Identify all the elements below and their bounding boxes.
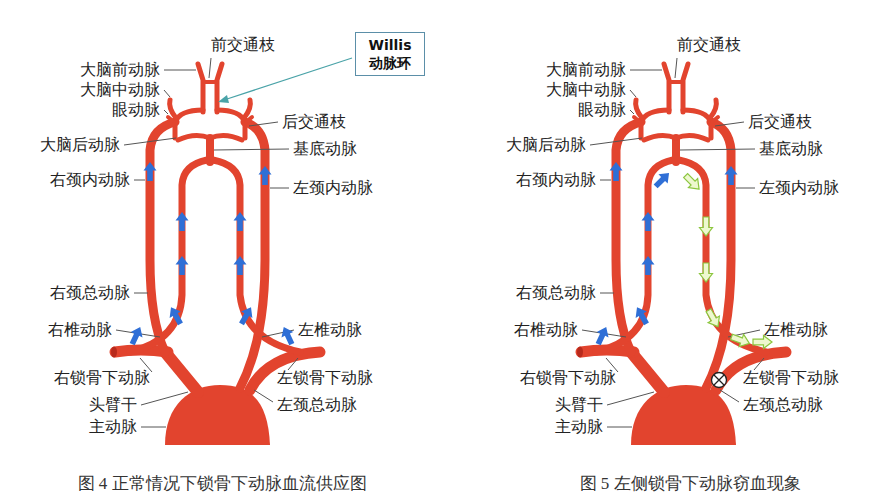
anatomy-label: 右椎动脉 <box>48 321 112 339</box>
anatomy-label: 左椎动脉 <box>764 321 828 339</box>
anatomy-label: 左锁骨下动脉 <box>277 369 373 387</box>
anatomy-label: 大脑后动脉 <box>40 136 120 154</box>
anatomy-label: 左颈总动脉 <box>277 396 357 414</box>
blood-flow-arrows <box>126 162 737 347</box>
anatomy-label: 右颈总动脉 <box>50 284 130 302</box>
anatomy-label: 右锁骨下动脉 <box>54 369 150 387</box>
anatomy-label: 右颈内动脉 <box>516 171 596 189</box>
figure-caption: 图 5 左侧锁骨下动脉窃血现象 <box>580 474 801 494</box>
anatomy-label: 前交通枝 <box>211 36 275 54</box>
figure-caption: 图 4 正常情况下锁骨下动脉血流供应图 <box>78 474 367 494</box>
anatomy-label: 左颈内动脉 <box>759 179 839 197</box>
anatomy-label: 左颈内动脉 <box>293 179 373 197</box>
callout-box: Willis 动脉环 <box>355 32 425 76</box>
anatomy-label: 大脑前动脉 <box>546 61 626 79</box>
callout-text: Willis 动脉环 <box>361 36 419 72</box>
anatomy-label: 眼动脉 <box>112 101 160 119</box>
anatomy-label: 右锁骨下动脉 <box>520 369 616 387</box>
anatomy-label: 大脑中动脉 <box>546 81 626 99</box>
callout-arrow <box>218 58 352 103</box>
anatomy-label: 头臂干 <box>555 396 603 414</box>
anatomy-label: 左锁骨下动脉 <box>743 369 839 387</box>
anatomy-label: 后交通枝 <box>282 113 346 131</box>
anatomy-label: 主动脉 <box>555 418 603 436</box>
anatomy-label: 后交通枝 <box>748 113 812 131</box>
anatomy-label: 前交通枝 <box>677 36 741 54</box>
anatomy-label: 右颈总动脉 <box>516 284 596 302</box>
anatomy-label: 眼动脉 <box>578 101 626 119</box>
anatomy-label: 大脑中动脉 <box>80 81 160 99</box>
occlusion-symbol <box>712 373 727 388</box>
anatomy-label: 左椎动脉 <box>298 321 362 339</box>
anatomy-label: 左颈总动脉 <box>743 396 823 414</box>
anatomy-label: 基底动脉 <box>759 140 823 158</box>
anatomy-label: 头臂干 <box>89 396 137 414</box>
anatomy-label: 大脑前动脉 <box>80 61 160 79</box>
anatomy-label: 主动脉 <box>89 418 137 436</box>
anatomy-label: 基底动脉 <box>293 140 357 158</box>
anatomy-label: 右椎动脉 <box>514 321 578 339</box>
anatomy-label: 右颈内动脉 <box>50 171 130 189</box>
steal-flow-arrows <box>681 171 772 349</box>
anatomy-label: 大脑后动脉 <box>506 136 586 154</box>
